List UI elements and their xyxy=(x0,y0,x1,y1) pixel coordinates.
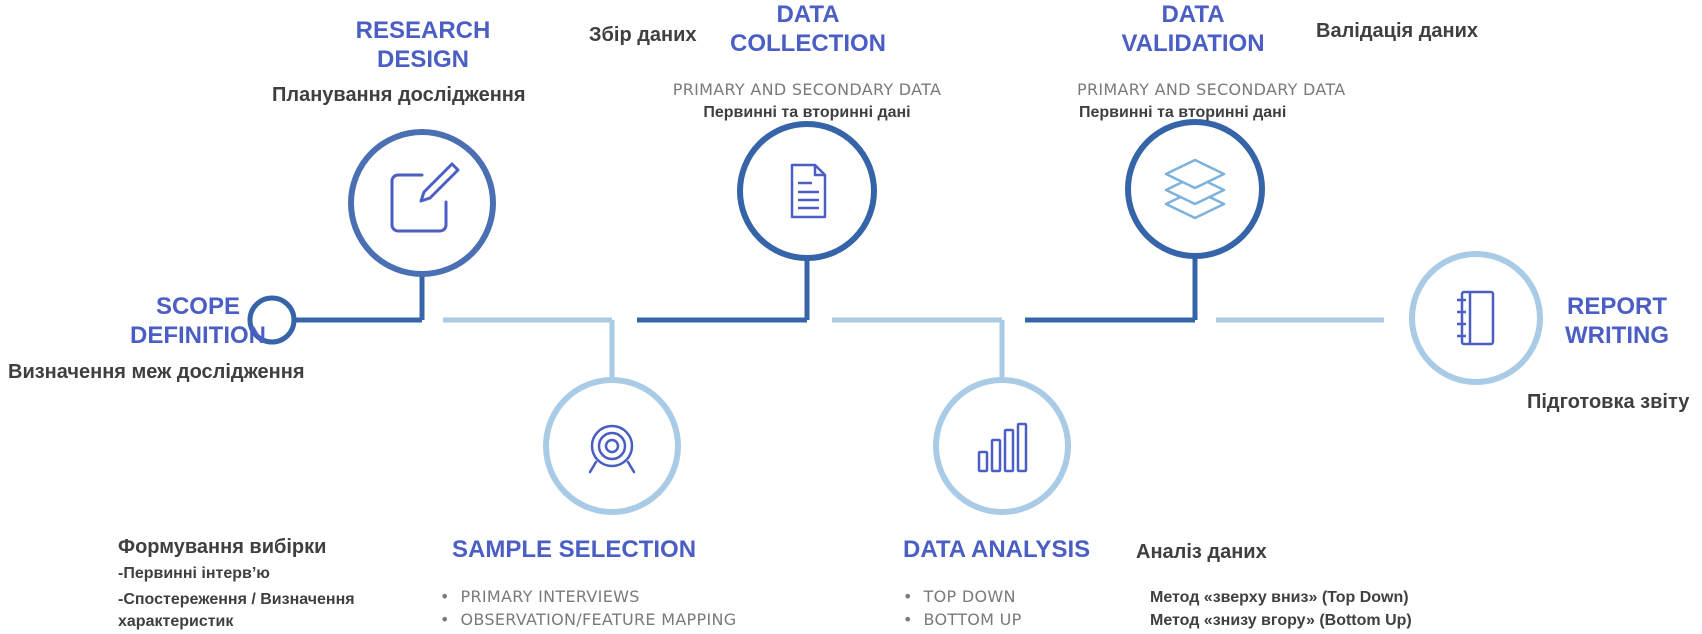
validation-title: DATA VALIDATION xyxy=(1088,0,1298,58)
collection-sub-ua: Первинні та вторинні дані xyxy=(703,104,911,121)
report-title-line2: WRITING xyxy=(1565,322,1669,349)
bullet: • xyxy=(903,610,913,629)
collection-ua-label: Збір даних xyxy=(589,24,697,46)
bar-chart-icon xyxy=(977,422,1028,473)
scope-title-line1: SCOPE xyxy=(155,293,240,320)
analysis-ua-item-2: Метод «знизу вгору» (Bottom Up) xyxy=(1150,612,1412,629)
document-icon xyxy=(790,163,827,219)
scope-ua-label: Визначення меж дослідження xyxy=(8,361,305,383)
connector-validation xyxy=(1025,256,1198,323)
sample-ua-item-3: характеристик xyxy=(118,613,234,630)
sample-ua-item-2: -Спостереження / Визначення xyxy=(118,591,355,608)
scope-node-icon xyxy=(247,295,297,345)
notebook-icon xyxy=(1457,290,1495,346)
analysis-item-1-text: TOP DOWN xyxy=(923,587,1016,606)
analysis-ua-item-1: Метод «зверху вниз» (Top Down) xyxy=(1150,589,1409,606)
data-collection-node xyxy=(737,121,877,261)
report-writing-node xyxy=(1409,251,1543,385)
research-title-line1: RESEARCH xyxy=(355,17,491,44)
scope-title: SCOPE DEFINITION xyxy=(130,292,266,350)
research-design-node xyxy=(348,129,496,277)
analysis-item-2: • BOTTOM UP xyxy=(903,610,1022,630)
analysis-ua-title: Аналіз даних xyxy=(1136,541,1267,563)
report-ua-label: Підготовка звіту xyxy=(1527,391,1690,413)
research-ua-label: Планування дослідження xyxy=(272,84,526,106)
target-icon xyxy=(588,424,636,474)
sample-item-1-text: PRIMARY INTERVIEWS xyxy=(460,587,640,606)
validation-title-line2: VALIDATION xyxy=(1121,30,1265,57)
collection-sub: PRIMARY AND SECONDARY DATA xyxy=(672,80,942,99)
sample-item-1: • PRIMARY INTERVIEWS xyxy=(440,587,640,607)
report-title: REPORT WRITING xyxy=(1548,292,1686,350)
sample-title: SAMPLE SELECTION xyxy=(452,536,697,563)
analysis-item-1: • TOP DOWN xyxy=(903,587,1016,607)
bullet: • xyxy=(440,610,450,629)
data-validation-node xyxy=(1125,119,1265,259)
pencil-edit-icon xyxy=(390,162,460,233)
research-title-line2: DESIGN xyxy=(376,46,469,73)
connector-collection xyxy=(637,258,810,323)
connector-analysis xyxy=(832,317,1005,378)
analysis-title: DATA ANALYSIS xyxy=(903,536,1091,563)
report-title-line1: REPORT xyxy=(1566,293,1667,320)
scope-title-line2: DEFINITION xyxy=(130,322,266,349)
validation-title-line1: DATA xyxy=(1161,1,1225,28)
analysis-item-2-text: BOTTOM UP xyxy=(923,610,1022,629)
collection-title: DATA COLLECTION xyxy=(723,0,893,58)
layers-icon xyxy=(1164,158,1226,220)
sample-ua-item-1: -Первинні інтерв’ю xyxy=(118,565,270,582)
validation-ua-label: Валідація даних xyxy=(1316,20,1479,42)
sample-item-2-text: OBSERVATION/FEATURE MAPPING xyxy=(460,610,737,629)
validation-sub-ua: Первинні та вторинні дані xyxy=(1079,104,1287,121)
sample-ua-title: Формування вибірки xyxy=(118,536,327,558)
collection-title-line2: COLLECTION xyxy=(730,30,886,57)
bullet: • xyxy=(440,587,450,606)
validation-sub: PRIMARY AND SECONDARY DATA xyxy=(1077,80,1346,99)
sample-selection-node xyxy=(543,377,681,515)
collection-title-line1: DATA xyxy=(776,1,840,28)
data-analysis-node xyxy=(933,377,1071,515)
research-title: RESEARCH DESIGN xyxy=(318,16,528,74)
sample-item-2: • OBSERVATION/FEATURE MAPPING xyxy=(440,610,736,630)
connector-sample xyxy=(443,317,615,378)
bullet: • xyxy=(903,587,913,606)
